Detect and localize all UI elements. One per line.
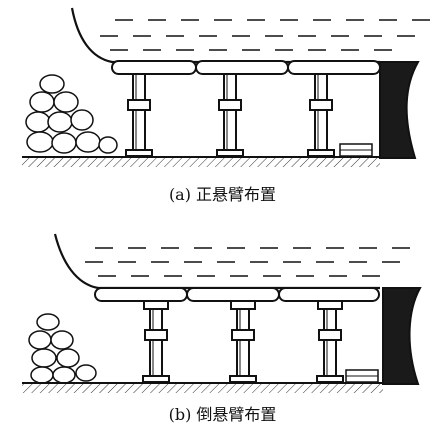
rock-pile-a xyxy=(25,74,118,154)
hull-dashes-b xyxy=(85,247,410,277)
rock-pile-b xyxy=(28,313,97,384)
dark-wall-b xyxy=(382,287,422,385)
support-columns-b xyxy=(142,300,344,383)
caption-panel-a: (a) 正悬臂布置 xyxy=(168,185,277,204)
ground-a xyxy=(22,156,380,167)
hull-dashes-a xyxy=(100,19,430,51)
ship-hull-b xyxy=(53,233,380,290)
ship-hull-a xyxy=(70,7,380,64)
caption-panel-b: (b) 倒悬臂布置 xyxy=(168,405,277,424)
ground-b xyxy=(22,382,383,393)
cantilever-beam-b xyxy=(94,287,380,302)
panel-a xyxy=(22,7,430,167)
dark-wall-a xyxy=(379,61,420,159)
cantilever-beam-a xyxy=(111,60,381,75)
panel-b xyxy=(22,233,422,393)
support-columns-a xyxy=(125,73,335,157)
